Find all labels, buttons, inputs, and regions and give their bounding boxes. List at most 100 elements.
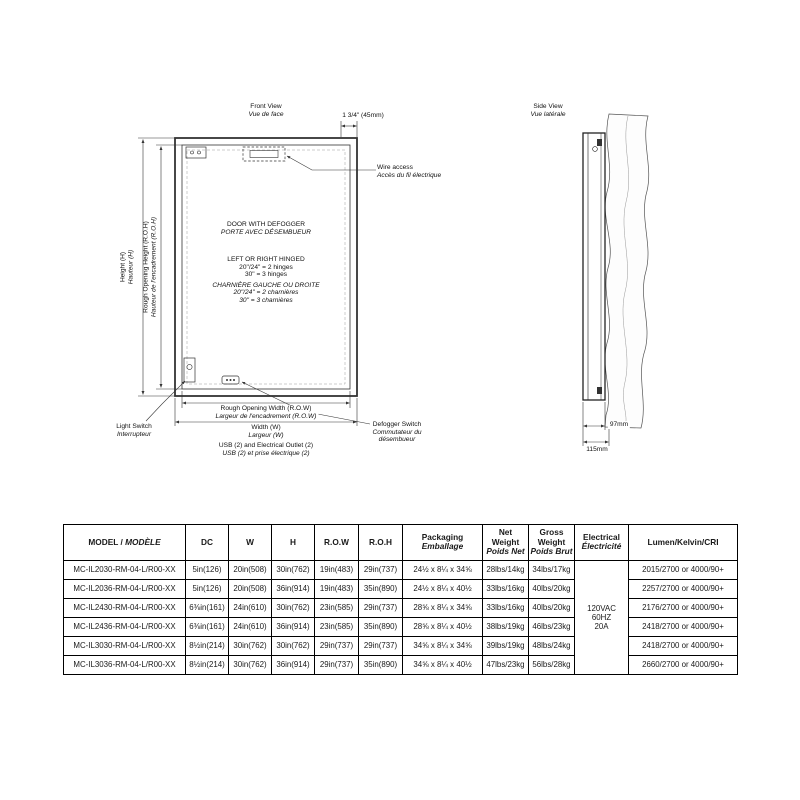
cell-row: 19in(483) xyxy=(314,578,359,599)
cell-h: 36in(914) xyxy=(271,616,315,637)
cell-packaging: 34⅝ x 8¼ x 34⅝ xyxy=(402,635,483,656)
depth-115mm-label: 115mm xyxy=(584,446,610,454)
cell-h: 36in(914) xyxy=(271,578,315,599)
cell-dc: 6⅜in(161) xyxy=(185,597,229,618)
mounting-bracket-top xyxy=(597,139,602,146)
cell-packaging: 24½ x 8¼ x 34⅝ xyxy=(402,559,483,580)
cell-model: MC-IL2430-RM-04-L/R00-XX xyxy=(63,597,186,618)
wire-access-box xyxy=(242,146,286,162)
cell-dc: 8½in(214) xyxy=(185,635,229,656)
cell-model: MC-IL3036-RM-04-L/R00-XX xyxy=(63,654,186,675)
spec-row: MC-IL2030-RM-04-L/R00-XX 5in(126) 20in(5… xyxy=(63,559,738,675)
door-label: DOOR WITH DEFOGGER PORTE AVEC DÉSEMBUEUR xyxy=(220,221,312,236)
spec-row: MC-IL2436-RM-04-L/R00-XX 6⅜in(161) 24in(… xyxy=(63,616,738,637)
cell-lumen: 2015/2700 or 4000/90+ xyxy=(628,559,738,580)
wire-access-label: Wire access Accès du fil électrique xyxy=(377,164,442,179)
hinge-label: LEFT OR RIGHT HINGED 20"/24" = 2 hinges … xyxy=(212,256,320,304)
cell-dc: 8½in(214) xyxy=(185,654,229,675)
cell-w: 30in(762) xyxy=(228,635,272,656)
wire-hole-icon xyxy=(592,146,598,152)
col-header-model: MODEL / MODÈLE xyxy=(63,524,186,561)
cell-gross: 46lbs/23kg xyxy=(528,616,575,637)
cell-packaging: 28⅝ x 8¼ x 34⅝ xyxy=(402,597,483,618)
cell-row: 19in(483) xyxy=(314,559,359,580)
mounting-bracket-bottom xyxy=(597,387,602,394)
cell-net: 38lbs/19kg xyxy=(482,616,529,637)
sensor-box xyxy=(185,146,207,159)
depth-97mm-label: 97mm xyxy=(607,421,631,429)
cell-row: 29in(737) xyxy=(314,635,359,656)
cell-lumen: 2418/2700 or 4000/90+ xyxy=(628,635,738,656)
cell-dc: 5in(126) xyxy=(185,578,229,599)
cell-roh: 29in(737) xyxy=(358,559,403,580)
cell-net: 33lbs/16kg xyxy=(482,597,529,618)
cell-electrical: 120VAC 60HZ 20A xyxy=(574,559,629,675)
cell-w: 24in(610) xyxy=(228,616,272,637)
col-header-dc: DC xyxy=(185,524,229,561)
cell-gross: 40lbs/20kg xyxy=(528,578,575,599)
spec-row: MC-IL3030-RM-04-L/R00-XX 8½in(214) 30in(… xyxy=(63,635,738,656)
spec-row: MC-IL2036-RM-04-L/R00-XX 5in(126) 20in(5… xyxy=(63,578,738,599)
spec-table: MODEL / MODÈLE DC W H R.O.W R.O.H Packag… xyxy=(63,524,738,675)
row-dimension-label: Rough Opening Width (R.O.W) Largeur de l… xyxy=(213,405,319,421)
cell-model: MC-IL2036-RM-04-L/R00-XX xyxy=(63,578,186,599)
cell-packaging: 24½ x 8¼ x 40½ xyxy=(402,578,483,599)
col-header-h: H xyxy=(271,524,315,561)
cell-net: 47lbs/23kg xyxy=(482,654,529,675)
height-dimension-label: Height (H) Hauteur (H) xyxy=(119,249,134,285)
cell-roh: 29in(737) xyxy=(358,597,403,618)
cell-w: 20in(508) xyxy=(228,578,272,599)
cell-net: 33lbs/16kg xyxy=(482,578,529,599)
cell-model: MC-IL3030-RM-04-L/R00-XX xyxy=(63,635,186,656)
cell-row: 23in(585) xyxy=(314,597,359,618)
cell-dc: 5in(126) xyxy=(185,559,229,580)
cell-h: 30in(762) xyxy=(271,559,315,580)
spec-row: MC-IL3036-RM-04-L/R00-XX 8½in(214) 30in(… xyxy=(63,654,738,675)
cell-gross: 48lbs/24kg xyxy=(528,635,575,656)
cell-dc: 6⅜in(161) xyxy=(185,616,229,637)
cell-packaging: 34⅝ x 8¼ x 40½ xyxy=(402,654,483,675)
col-header-lumen: Lumen/Kelvin/CRI xyxy=(628,524,738,561)
usb-outlet-label: USB (2) and Electrical Outlet (2) USB (2… xyxy=(218,442,314,457)
width-dimension-label: Width (W) Largeur (W) xyxy=(246,424,286,440)
light-switch-box xyxy=(183,357,196,383)
side-view-dimensions xyxy=(582,402,610,446)
cell-net: 28lbs/14kg xyxy=(482,559,529,580)
cell-w: 30in(762) xyxy=(228,654,272,675)
cell-gross: 40lbs/20kg xyxy=(528,597,575,618)
spec-row: MC-IL2430-RM-04-L/R00-XX 6⅜in(161) 24in(… xyxy=(63,597,738,618)
cell-w: 20in(508) xyxy=(228,559,272,580)
drawing-canvas xyxy=(138,113,650,446)
cell-model: MC-IL2030-RM-04-L/R00-XX xyxy=(63,559,186,580)
cell-lumen: 2257/2700 or 4000/90+ xyxy=(628,578,738,599)
cell-net: 39lbs/19kg xyxy=(482,635,529,656)
side-view-title: Side View Vue latérale xyxy=(530,103,566,118)
cell-gross: 56lbs/28kg xyxy=(528,654,575,675)
col-header-roh: R.O.H xyxy=(358,524,403,561)
cell-w: 24in(610) xyxy=(228,597,272,618)
cell-roh: 35in(890) xyxy=(358,654,403,675)
front-view-dimensions xyxy=(138,121,358,426)
light-switch-label: Light Switch Interrupteur xyxy=(116,423,152,438)
cell-h: 36in(914) xyxy=(271,654,315,675)
depth-dimension-label: 1 3/4" (45mm) xyxy=(342,112,384,119)
cell-packaging: 28⅝ x 8¼ x 40½ xyxy=(402,616,483,637)
side-view-wall xyxy=(604,113,650,429)
cell-row: 29in(737) xyxy=(314,654,359,675)
cell-gross: 34lbs/17kg xyxy=(528,559,575,580)
cell-lumen: 2660/2700 or 4000/90+ xyxy=(628,654,738,675)
front-view-cabinet xyxy=(174,137,358,397)
col-header-w: W xyxy=(228,524,272,561)
cell-roh: 29in(737) xyxy=(358,635,403,656)
cell-h: 30in(762) xyxy=(271,597,315,618)
cell-roh: 35in(890) xyxy=(358,578,403,599)
cell-lumen: 2418/2700 or 4000/90+ xyxy=(628,616,738,637)
col-header-row: R.O.W xyxy=(314,524,359,561)
cell-roh: 35in(890) xyxy=(358,616,403,637)
defogger-switch-icon xyxy=(221,375,240,385)
